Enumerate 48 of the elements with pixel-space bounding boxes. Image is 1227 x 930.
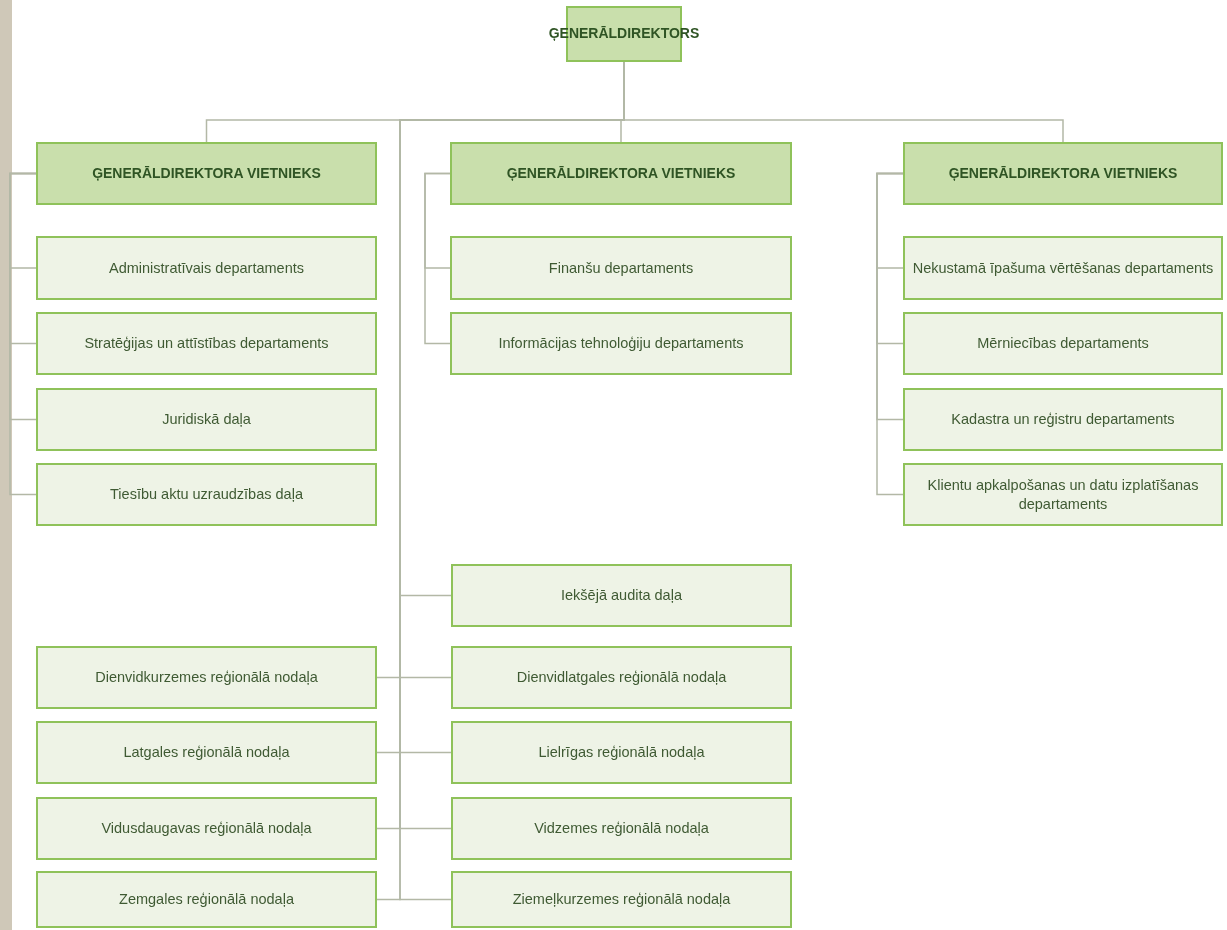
department-box — [451, 797, 792, 860]
department-box — [36, 312, 377, 375]
node-text: Dienvidkurzemes reģionālā nodaļa — [95, 668, 318, 687]
node-text: Stratēģijas un attīstības departaments — [84, 334, 329, 353]
node-text: Ziemeļkurzemes reģionālā nodaļa — [512, 890, 731, 909]
heading-box — [36, 142, 377, 205]
node-text: Latgales reģionālā nodaļa — [123, 743, 290, 762]
department-box — [903, 388, 1223, 451]
department-box — [36, 236, 377, 300]
node-text: Mērniecības departaments — [977, 334, 1149, 353]
node-text: Iekšējā audita daļa — [561, 586, 682, 605]
node-text: Lielrīgas reģionālā nodaļa — [538, 743, 705, 762]
node-text: ĢENERĀLDIREKTORS — [548, 25, 700, 43]
department-box — [451, 564, 792, 627]
heading-box — [450, 142, 792, 205]
department-box — [903, 312, 1223, 375]
node-text: Vidzemes reģionālā nodaļa — [534, 819, 709, 838]
node-text: Vidusdaugavas reģionālā nodaļa — [101, 819, 312, 838]
department-box — [36, 871, 377, 928]
node-text: ĢENERĀLDIREKTORA VIETNIEKS — [92, 164, 321, 183]
node-text: Dienvidlatgales reģionālā nodaļa — [516, 668, 727, 687]
department-box — [450, 236, 792, 300]
department-box — [451, 721, 792, 784]
department-box — [36, 388, 377, 451]
department-box — [451, 646, 792, 709]
department-box — [903, 463, 1223, 526]
node-text: Administratīvais departaments — [109, 258, 304, 278]
department-box — [36, 463, 377, 526]
node-text: Finanšu departaments — [548, 258, 694, 278]
node-text: Juridiskā daļa — [162, 410, 251, 429]
node-text: ĢENERĀLDIREKTORA VIETNIEKS — [948, 164, 1178, 183]
node-text: Tiesību aktu uzraudzības daļa — [110, 485, 303, 504]
connector-line — [9, 172, 37, 496]
department-box — [36, 721, 377, 784]
connector-line — [876, 172, 904, 496]
department-box — [36, 646, 377, 709]
node-text: Klientu apkalpošanas un datu izplatīšanas departaments — [926, 476, 1200, 513]
connector-line — [424, 172, 451, 345]
department-box — [903, 236, 1223, 300]
department-box — [450, 312, 792, 375]
heading-box — [903, 142, 1223, 205]
department-box — [36, 797, 377, 860]
department-box — [451, 871, 792, 928]
node-text: Zemgales reģionālā nodaļa — [119, 890, 294, 909]
node-text: Nekustamā īpašuma vērtēšanas departaments — [912, 258, 1214, 278]
node-text: Kadastra un reģistru departaments — [951, 410, 1175, 429]
node-text: ĢENERĀLDIREKTORA VIETNIEKS — [506, 164, 736, 183]
node-text: Informācijas tehnoloģiju departaments — [498, 334, 744, 353]
